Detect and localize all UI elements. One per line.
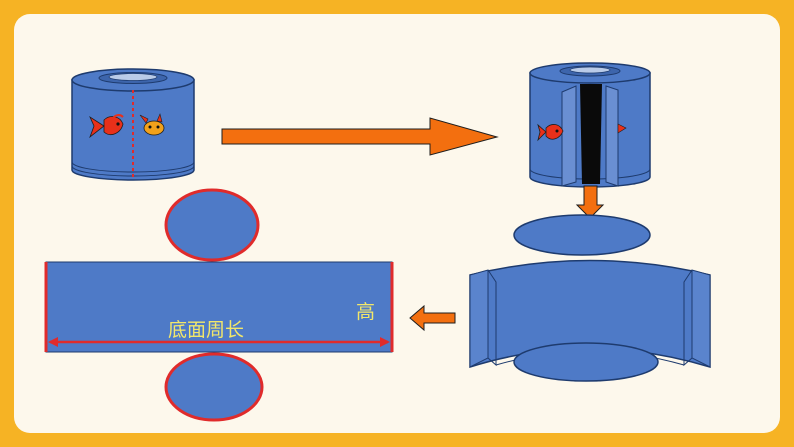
net-bottom-circle [164,352,264,422]
net-top-circle [164,188,260,262]
circumference-dimension-line [48,337,390,347]
cylinder-intact [71,68,195,181]
net-rectangle [45,261,393,353]
arrow-right [221,117,499,156]
base-circumference-label: 底面周长 [168,319,245,341]
arrow-down [575,185,605,219]
goldfish-icon [537,123,564,142]
height-label: 高 [356,301,376,323]
goldfish-icon [89,114,124,139]
arrow-left [409,304,456,332]
cut-slit [580,84,602,184]
separated-bottom-base [513,342,659,382]
separated-top-base [513,214,651,256]
cylinder-cut-open [529,62,651,188]
goldfish-icon [139,113,165,136]
